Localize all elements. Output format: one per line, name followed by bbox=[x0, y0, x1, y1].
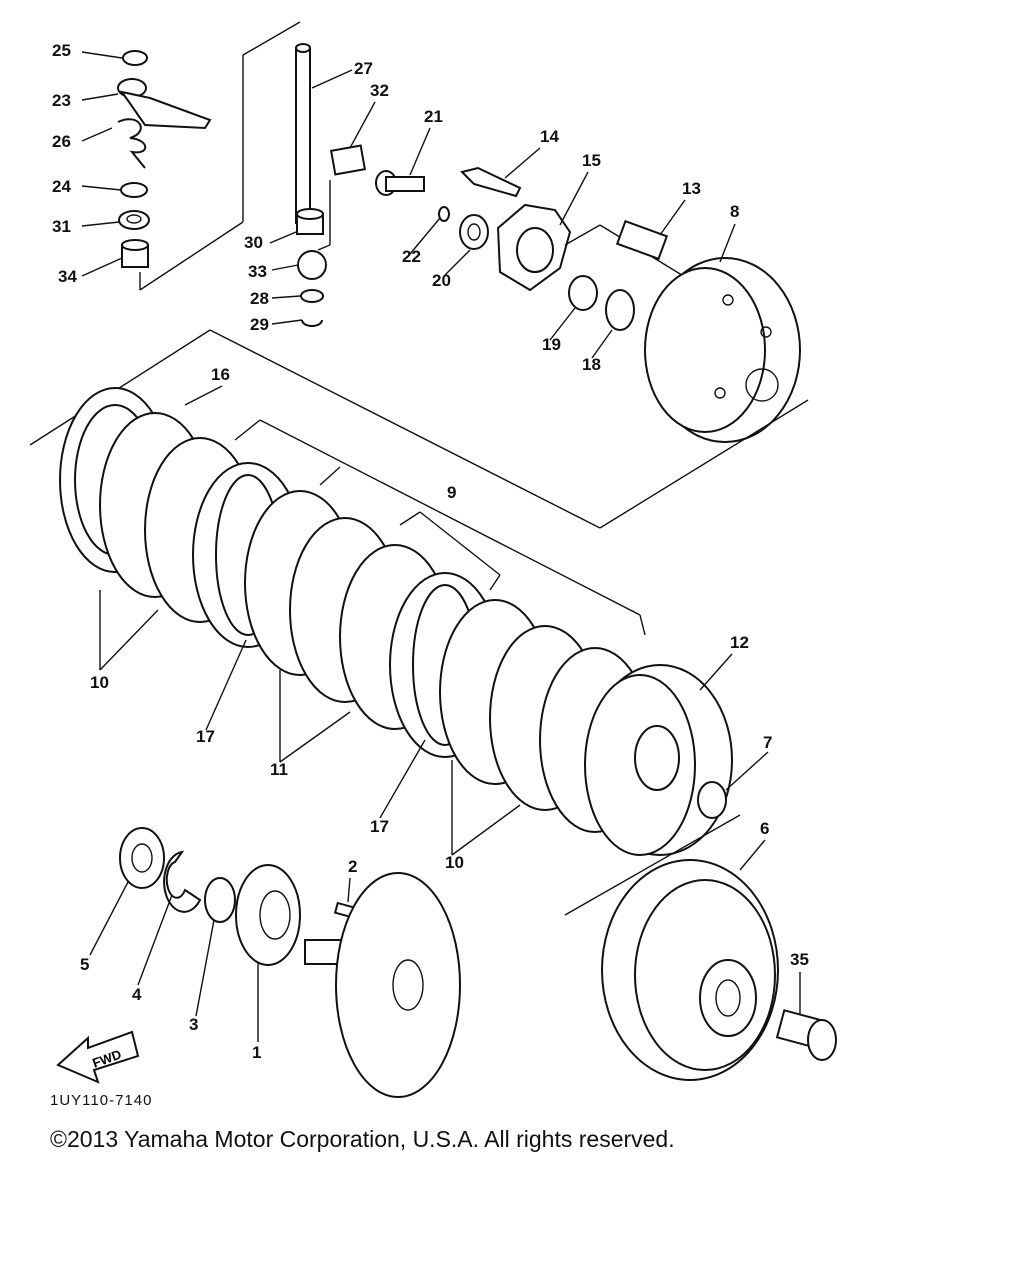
callout-26: 26 bbox=[52, 132, 71, 151]
exploded-parts-diagram: FWD 1 2 3 4 5 6 7 8 9 10 10 11 12 13 14 … bbox=[29, 21, 837, 1109]
release-lever-group bbox=[117, 21, 301, 291]
pressure-plate-12 bbox=[584, 664, 733, 856]
callout-10a: 10 bbox=[90, 673, 109, 692]
callout-7: 7 bbox=[763, 733, 772, 752]
push-rod-group bbox=[295, 43, 367, 327]
callout-15: 15 bbox=[582, 151, 601, 170]
callout-21: 21 bbox=[424, 107, 443, 126]
callout-33: 33 bbox=[248, 262, 267, 281]
callout-12: 12 bbox=[730, 633, 749, 652]
callout-11: 11 bbox=[270, 760, 288, 779]
callout-4: 4 bbox=[132, 985, 142, 1004]
callout-8: 8 bbox=[730, 202, 739, 221]
callout-24: 24 bbox=[52, 177, 71, 196]
callout-22: 22 bbox=[402, 247, 421, 266]
callout-labels: 1 2 3 4 5 6 7 8 9 10 10 11 12 13 14 15 1… bbox=[52, 41, 809, 1062]
callout-31: 31 bbox=[52, 217, 71, 236]
callout-10b: 10 bbox=[445, 853, 464, 872]
leader-lines bbox=[81, 51, 801, 1042]
clutch-boss-6 bbox=[564, 814, 837, 1081]
callout-18: 18 bbox=[582, 355, 601, 374]
callout-17a: 17 bbox=[196, 727, 215, 746]
primary-gear-group bbox=[119, 827, 461, 1098]
copyright-notice: ©2013 Yamaha Motor Corporation, U.S.A. A… bbox=[50, 1126, 675, 1152]
callout-20: 20 bbox=[432, 271, 451, 290]
callout-25: 25 bbox=[52, 41, 71, 60]
clutch-plate-stack bbox=[59, 387, 651, 833]
pressure-plate-group bbox=[375, 166, 635, 331]
fwd-arrow-icon: FWD bbox=[56, 1030, 140, 1084]
callout-9: 9 bbox=[447, 483, 456, 502]
drawing-number: 1UY110-7140 bbox=[50, 1092, 152, 1109]
boss-group bbox=[29, 219, 809, 529]
callout-5: 5 bbox=[80, 955, 89, 974]
callout-3: 3 bbox=[189, 1015, 198, 1034]
callout-17b: 17 bbox=[370, 817, 389, 836]
callout-13: 13 bbox=[682, 179, 701, 198]
callout-14: 14 bbox=[540, 127, 559, 146]
callout-16: 16 bbox=[211, 365, 230, 384]
callout-27: 27 bbox=[354, 59, 373, 78]
callout-32: 32 bbox=[370, 81, 389, 100]
callout-34: 34 bbox=[58, 267, 77, 286]
callout-23: 23 bbox=[52, 91, 71, 110]
callout-28: 28 bbox=[250, 289, 269, 308]
callout-29: 29 bbox=[250, 315, 269, 334]
callout-35: 35 bbox=[790, 950, 809, 969]
callout-19: 19 bbox=[542, 335, 561, 354]
callout-30: 30 bbox=[244, 233, 263, 252]
callout-6: 6 bbox=[760, 819, 769, 838]
callout-2: 2 bbox=[348, 857, 357, 876]
callout-1: 1 bbox=[252, 1043, 261, 1062]
